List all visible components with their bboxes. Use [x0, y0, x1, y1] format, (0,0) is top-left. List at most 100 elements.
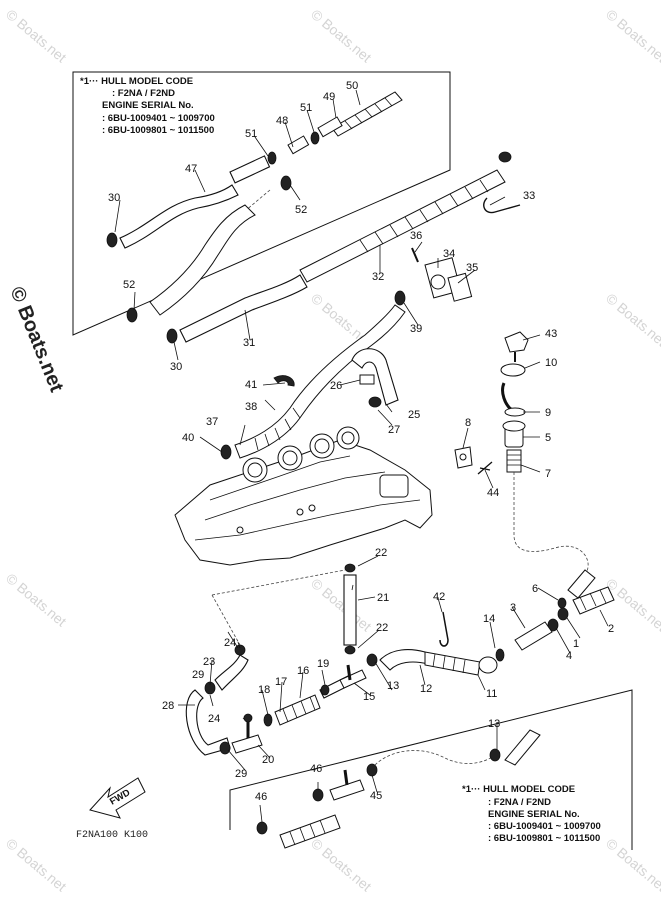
callout-11: 11 [486, 688, 497, 700]
svg-text:ENGINE SERIAL No.: ENGINE SERIAL No. [488, 809, 580, 820]
bracket-33 [483, 197, 521, 214]
pipe-9 [501, 382, 513, 412]
diagram-code: F2NA100 K100 [76, 830, 148, 841]
bolt-36 [411, 247, 419, 263]
clamp-39 [394, 290, 406, 306]
fitting-3 [514, 621, 553, 651]
lower-variant-box [229, 689, 633, 850]
callout-46: 46 [310, 763, 322, 775]
callout-10: 10 [545, 357, 557, 369]
callout-6: 6 [532, 583, 538, 595]
svg-text:ENGINE SERIAL No.: ENGINE SERIAL No. [102, 100, 194, 111]
clamp-top [498, 151, 512, 163]
hose-25 [351, 348, 399, 406]
callout-22b: 22 [376, 622, 388, 634]
hose-7-route [513, 472, 589, 591]
callout-29b: 29 [235, 768, 247, 780]
route-ghost [211, 569, 346, 646]
callout-31: 31 [243, 337, 255, 349]
pipe-49 [317, 116, 343, 138]
callout-1: 1 [573, 638, 579, 650]
hose-47 [119, 184, 239, 249]
callout-22: 22 [375, 547, 387, 559]
washer-9 [504, 407, 526, 417]
hose-50 [331, 91, 403, 137]
callout-43: 43 [545, 328, 557, 340]
leader-lines [114, 89, 609, 823]
callout-51b: 51 [245, 128, 257, 140]
clamp-51b [267, 151, 277, 165]
watermark: © Boats.net [603, 290, 661, 349]
callout-3: 3 [510, 602, 516, 614]
callout-38: 38 [245, 401, 257, 413]
callout-30b: 30 [170, 361, 182, 373]
exhaust-manifold [174, 439, 433, 566]
callout-2: 2 [608, 623, 614, 635]
clamp-4 [547, 618, 559, 632]
engine-area [174, 304, 433, 566]
callout-23: 23 [203, 656, 215, 668]
clamp-13 [366, 653, 378, 667]
clamp-40 [220, 444, 232, 460]
callout-15: 15 [363, 691, 375, 703]
hose-small [229, 155, 271, 184]
hose-17 [274, 694, 321, 726]
fitting-44 [477, 461, 493, 475]
callout-21: 21 [377, 592, 389, 604]
callout-24b: 24 [208, 713, 220, 725]
callout-30: 30 [108, 192, 120, 204]
callout-5: 5 [545, 432, 551, 444]
manifold-ports [242, 426, 360, 483]
clamp-6 [557, 597, 567, 609]
callout-17: 17 [275, 676, 287, 688]
callout-35: 35 [466, 262, 478, 274]
callout-51: 51 [300, 102, 312, 114]
callout-33: 33 [523, 190, 535, 202]
hose-upper-7 [567, 569, 596, 599]
upper-note: *1··· HULL MODEL CODE : F2NA / F2ND ENGI… [80, 76, 215, 136]
svg-text:: F2NA / F2ND: : F2NA / F2ND [112, 88, 175, 99]
clamp-13b [489, 748, 501, 762]
callout-27: 27 [388, 424, 400, 436]
callout-13: 13 [387, 680, 399, 692]
lower-box-parts [256, 729, 541, 849]
callout-41: 41 [245, 379, 257, 391]
clamp-18 [263, 713, 273, 727]
callout-44: 44 [487, 487, 499, 499]
fwd-arrow: FWD [89, 777, 146, 819]
callout-8: 8 [465, 417, 471, 429]
pipe-26 [359, 374, 375, 385]
callout-50: 50 [346, 80, 358, 92]
watermark: © Boats.net [3, 6, 70, 65]
upper-variant-box [72, 71, 451, 336]
callout-4: 4 [566, 650, 572, 662]
clamp-52 [126, 307, 138, 323]
hose-23 [214, 654, 249, 691]
svg-text:*1··· HULL MODEL CODE: *1··· HULL MODEL CODE [462, 784, 575, 795]
main-hose-assembly [166, 151, 521, 344]
watermark: © Boats.net [308, 575, 375, 634]
callout-26: 26 [330, 380, 342, 392]
callout-29: 29 [192, 669, 204, 681]
watermark: © Boats.net [603, 6, 661, 65]
clamp-24 [243, 713, 253, 723]
watermark: © Boats.net [3, 835, 70, 894]
clamp-46 [312, 788, 324, 802]
callout-40: 40 [182, 432, 194, 444]
hose-38 [234, 304, 406, 459]
svg-text:: 6BU-1009801 ~ 1011500: : 6BU-1009801 ~ 1011500 [102, 125, 214, 136]
callout-14: 14 [483, 613, 495, 625]
svg-text:*1··· HULL MODEL CODE: *1··· HULL MODEL CODE [80, 76, 193, 87]
callout-32: 32 [372, 271, 384, 283]
watermark: © Boats.net [308, 6, 375, 65]
callout-37: 37 [206, 416, 218, 428]
clamp-27 [368, 396, 382, 408]
callout-labels: 1 2 3 4 5 6 7 8 9 10 11 12 13 13 14 15 1… [108, 80, 614, 803]
lower-fitting [504, 729, 541, 766]
callout-39: 39 [410, 323, 422, 335]
callout-13b: 13 [488, 718, 500, 730]
callout-45: 45 [370, 790, 382, 802]
clamp-46b [256, 821, 268, 835]
lower-tee [329, 779, 365, 801]
